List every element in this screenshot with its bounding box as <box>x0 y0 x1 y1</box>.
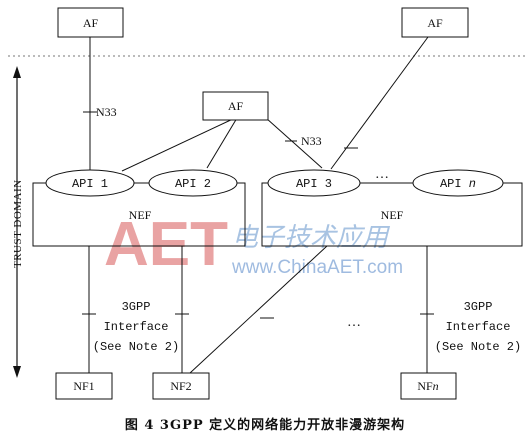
af-box-top-left: AF <box>57 7 124 38</box>
trust-domain-label: TRUST DOMAIN <box>12 179 24 268</box>
af-mid-to-api3-line <box>265 117 323 169</box>
figure-caption: 图 4 3GPP 定义的网络能力开放非漫游架构 <box>124 418 406 433</box>
ellipsis-bottom: … <box>347 315 361 330</box>
svg-text:AF: AF <box>83 16 99 30</box>
af-box-top-right: AF <box>401 7 469 38</box>
svg-text:API 3: API 3 <box>296 177 332 191</box>
n33-label-left: N33 <box>96 105 117 119</box>
api-n-node: API n <box>412 169 504 197</box>
af-mid-to-api2-line <box>206 117 238 169</box>
watermark-chinese: 电子技术应用 <box>232 223 391 253</box>
watermark: AET 电子技术应用 www.ChinaAET.com <box>104 210 403 279</box>
svg-text:(See Note 2): (See Note 2) <box>93 340 179 354</box>
nfn-box: NFn <box>400 372 457 400</box>
svg-text:AF: AF <box>228 99 244 113</box>
interface-label-right: 3GPP Interface (See Note 2) <box>435 300 521 354</box>
svg-text:Interface: Interface <box>104 320 169 334</box>
af-right-to-api3-line <box>330 36 429 170</box>
api-3-node: API 3 <box>267 169 361 197</box>
connectors <box>88 36 429 374</box>
api-2-node: API 2 <box>148 169 238 197</box>
svg-text:AF: AF <box>427 16 443 30</box>
trust-domain-arrow <box>13 66 21 378</box>
svg-text:API 1: API 1 <box>72 177 108 191</box>
watermark-url: www.ChinaAET.com <box>231 257 403 278</box>
api-1-node: API 1 <box>45 169 135 197</box>
svg-text:API 2: API 2 <box>175 177 211 191</box>
af-box-middle: AF <box>202 91 269 121</box>
svg-text:Interface: Interface <box>446 320 511 334</box>
nef-right-to-nf2-line <box>189 245 328 374</box>
svg-text:NEF: NEF <box>129 208 152 222</box>
svg-text:3GPP: 3GPP <box>122 300 151 314</box>
svg-text:NFn: NFn <box>417 379 438 393</box>
nef-box-left: NEF <box>32 182 246 247</box>
svg-text:NEF: NEF <box>381 208 404 222</box>
svg-text:(See Note 2): (See Note 2) <box>435 340 521 354</box>
svg-text:NF2: NF2 <box>170 379 191 393</box>
nf2-box: NF2 <box>152 372 210 400</box>
nef-box-right: NEF <box>261 182 523 247</box>
svg-text:API n: API n <box>440 177 476 191</box>
n33-label-middle: N33 <box>301 134 322 148</box>
ellipsis-top: … <box>375 167 389 182</box>
af-mid-to-api1-line <box>121 117 236 172</box>
svg-text:NF1: NF1 <box>73 379 94 393</box>
interface-ticks <box>82 111 434 319</box>
interface-label-left: 3GPP Interface (See Note 2) <box>93 300 179 354</box>
nf1-box: NF1 <box>55 372 113 400</box>
svg-text:3GPP: 3GPP <box>464 300 493 314</box>
watermark-brand: AET <box>104 210 228 279</box>
